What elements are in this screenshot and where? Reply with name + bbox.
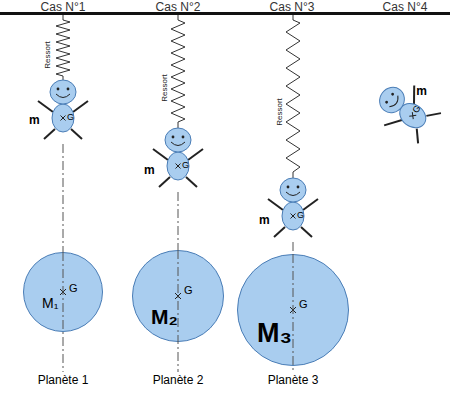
arm <box>73 101 88 112</box>
leg <box>186 177 197 187</box>
center-label: G <box>67 113 74 122</box>
planet-mass: M₃ <box>257 320 292 347</box>
mass-label: m <box>259 214 270 226</box>
character-shape <box>263 176 323 242</box>
body <box>282 202 304 230</box>
center-label: G <box>182 161 189 170</box>
spring-label: Ressort <box>44 41 52 69</box>
mass-node: mG <box>363 68 450 156</box>
axis-connector <box>293 242 294 254</box>
smile <box>171 142 185 146</box>
leg <box>274 227 285 237</box>
arm <box>384 113 402 132</box>
case-title: Cas N°3 <box>270 1 315 13</box>
axis-line <box>63 252 64 372</box>
planet-node: M₂GPlanète 2 <box>132 250 224 342</box>
head <box>50 80 76 104</box>
smile <box>56 94 70 98</box>
planet-node: M₃GPlanète 3 <box>237 254 349 366</box>
arm <box>153 149 168 160</box>
center-mark <box>61 116 66 121</box>
spring-label: Ressort <box>161 74 169 102</box>
smile <box>286 192 300 196</box>
leg <box>71 129 82 139</box>
case-title: Cas N°2 <box>156 1 201 13</box>
mass-node: mG <box>263 176 323 242</box>
leg <box>44 129 55 139</box>
eye <box>57 88 60 91</box>
planet-mass: M₂ <box>151 306 178 327</box>
planet-mass: M₁ <box>42 296 58 310</box>
center-mark <box>291 214 296 219</box>
spring-symbol <box>286 15 300 178</box>
case-title: Cas N°4 <box>383 1 428 13</box>
mass-label: m <box>144 164 155 176</box>
center-label: G <box>69 283 78 294</box>
planet-name: Planète 3 <box>268 374 319 386</box>
mass-label: m <box>416 85 427 97</box>
mass-node: mG <box>33 78 93 144</box>
eye <box>297 186 300 189</box>
eye <box>182 136 185 139</box>
planet-circle <box>238 255 349 366</box>
arm <box>188 149 203 160</box>
spring-label: Ressort <box>276 98 284 126</box>
axis-line <box>178 250 179 372</box>
planet-shape <box>23 252 103 332</box>
center-label: G <box>184 285 193 296</box>
center-mark <box>175 293 181 299</box>
arm <box>268 199 283 210</box>
eye <box>385 100 389 104</box>
eye <box>67 88 70 91</box>
body <box>167 152 189 180</box>
center-label: G <box>299 299 308 310</box>
center-label: G <box>297 211 304 220</box>
head <box>280 178 306 202</box>
leg <box>410 129 425 144</box>
center-mark <box>176 164 181 169</box>
planet-node: M₁GPlanète 1 <box>23 252 103 332</box>
character-shape <box>363 68 450 156</box>
eye <box>391 92 395 96</box>
mass-node: mG <box>148 126 208 192</box>
eye <box>172 136 175 139</box>
center-mark <box>290 307 296 313</box>
head <box>375 82 410 117</box>
arm <box>303 199 318 210</box>
planet-name: Planète 2 <box>153 374 204 386</box>
case-title: Cas N°1 <box>41 1 86 13</box>
planet-circle <box>133 251 224 342</box>
spring-symbol <box>171 15 185 128</box>
body <box>52 104 74 132</box>
axis-connector <box>178 192 179 250</box>
planet-shape <box>132 250 224 342</box>
planet-name: Planète 1 <box>38 374 89 386</box>
center-mark <box>60 289 66 295</box>
leg <box>426 107 441 122</box>
leg <box>301 227 312 237</box>
spring-symbol <box>56 15 70 80</box>
mass-label: m <box>29 114 40 126</box>
axis-line <box>293 254 294 372</box>
planet-circle <box>24 253 103 332</box>
character-shape <box>148 126 208 192</box>
arm <box>38 101 53 112</box>
axis-connector <box>63 144 64 252</box>
character-shape <box>33 78 93 144</box>
smile <box>389 96 400 109</box>
eye <box>287 186 290 189</box>
head <box>165 128 191 152</box>
leg <box>159 177 170 187</box>
planet-shape <box>237 254 349 366</box>
